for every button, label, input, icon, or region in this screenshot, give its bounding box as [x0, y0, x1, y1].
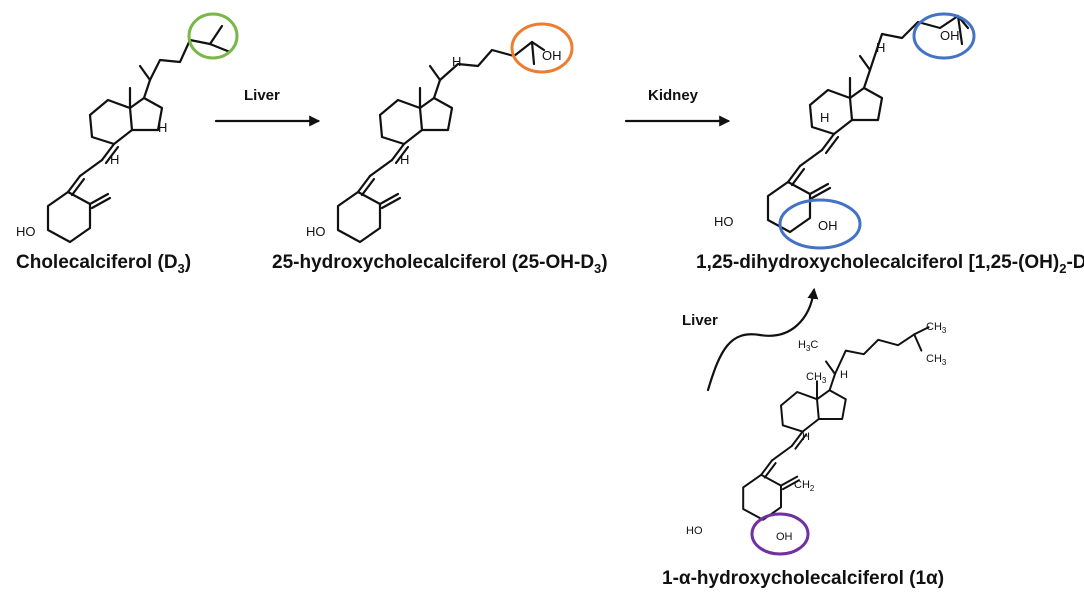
h3c-label: H3C — [798, 339, 818, 353]
oh-label-3a: OH — [940, 28, 960, 43]
ho-label-1: HO — [16, 224, 36, 239]
caption-1-alpha-oh-d3: 1-α-hydroxycholecalciferol (1α) — [662, 568, 944, 589]
ho-label-2: HO — [306, 224, 326, 239]
h-label-1b: H — [110, 152, 119, 167]
purple-circle-highlight — [750, 512, 810, 556]
oh-label-2: OH — [542, 48, 562, 63]
oh-label-4: OH — [776, 531, 793, 543]
h-label-2b: H — [400, 152, 409, 167]
h-label-4: H — [840, 369, 848, 381]
label-liver-2: Liver — [682, 312, 718, 329]
h-label-3: H — [876, 40, 885, 55]
blue-circle-highlight-bottom — [778, 198, 862, 250]
blue-circle-highlight-top — [912, 12, 976, 60]
ch3-label-angular: CH3 — [806, 371, 827, 385]
label-kidney: Kidney — [648, 87, 699, 104]
h-label-3b: H — [820, 110, 829, 125]
arrow-kidney: Kidney — [624, 87, 731, 127]
arrow-liver-1: Liver — [214, 87, 321, 127]
ho-label-4: HO — [686, 525, 703, 537]
caption-1-25-dioh-d3: 1,25-dihydroxycholecalciferol [1,25-(OH)… — [696, 252, 1084, 276]
ch2-label: CH2 — [794, 479, 815, 493]
ho-label-3: HO — [714, 214, 734, 229]
h-label-4b: H — [802, 431, 810, 443]
h-label-2: H — [452, 54, 461, 69]
caption-25-oh-d3: 25-hydroxycholecalciferol (25-OH-D3) — [272, 252, 608, 276]
ch3-label-bottom: CH3 — [926, 353, 947, 367]
caption-cholecalciferol: Cholecalciferol (D3) — [16, 252, 191, 276]
h-label-1: H — [158, 120, 167, 135]
ch3-label-top: CH3 — [926, 321, 947, 335]
arrow-liver-2: Liver — [682, 287, 819, 392]
oh-label-3b: OH — [818, 218, 838, 233]
green-circle-highlight — [187, 12, 239, 60]
label-liver-1: Liver — [244, 87, 280, 104]
orange-circle-highlight — [510, 22, 574, 74]
1-25-dioh-d3-structure: H H OH OH HO — [714, 12, 976, 250]
25-oh-d3-structure: H H OH HO — [306, 22, 574, 244]
cholecalciferol-structure: H H HO — [16, 12, 239, 244]
1-alpha-oh-d3-structure: H3C CH3 CH3 CH3 CH2 H H OH HO — [686, 321, 947, 556]
